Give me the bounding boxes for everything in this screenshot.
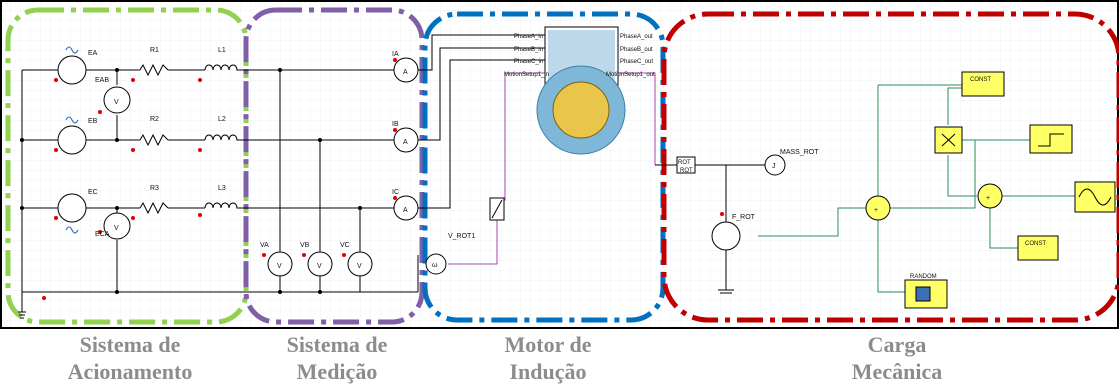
voltmeter-eca-label: ECA <box>95 231 110 238</box>
port-phasec-out: PhaseC_out <box>620 59 653 65</box>
rot-converter-top-label: ROT <box>678 160 691 166</box>
sum-block-right: + <box>977 183 1003 209</box>
multiply-block <box>934 126 963 154</box>
voltmeter-eca-symbol: V <box>114 225 119 232</box>
converter-block <box>489 197 505 221</box>
voltmeter-eab: V EAB <box>95 77 131 114</box>
ammeter-ic-symbol: A <box>403 207 408 214</box>
port-phaseb-out: PhaseB_out <box>620 47 653 53</box>
caption-carga-line1: Carga <box>867 332 927 357</box>
port-phaseb-in: PhaseB_in <box>514 47 543 53</box>
caption-motor-line1: Motor de <box>504 332 592 357</box>
voltmeter-va: V VA <box>260 242 293 277</box>
voltmeter-vc-symbol: V <box>357 263 362 270</box>
voltmeter-eca: V ECA <box>95 212 131 240</box>
sine-block <box>1074 181 1116 213</box>
const-block-bottom: CONST <box>1017 235 1059 261</box>
caption-medicao-line1: Sistema de <box>286 332 388 357</box>
rot-converter-bottom-label: ROT <box>680 168 693 174</box>
speed-sensor: ω V_ROT1 <box>425 233 475 275</box>
resistor-r1-label: R1 <box>150 47 159 54</box>
source-eb: EB <box>57 116 98 155</box>
section-border-acionamento <box>5 7 249 325</box>
caption-carga-line2: Mecânica <box>851 359 943 384</box>
const-block-bottom-label: CONST <box>1025 241 1046 247</box>
speed-sensor-label: V_ROT1 <box>448 233 475 240</box>
svg-text:ω: ω <box>432 262 438 269</box>
source-eb-label: EB <box>88 118 98 125</box>
ammeter-ib-label: IB <box>392 121 399 128</box>
caption-medicao-line2: Medição <box>296 359 378 384</box>
source-ea-label: EA <box>88 50 98 57</box>
voltmeter-vc-label: VC <box>340 242 350 249</box>
induction-motor-block <box>536 26 626 155</box>
step-block <box>1029 124 1073 154</box>
random-block: RANDOM <box>904 274 948 309</box>
random-block-label: RANDOM <box>910 274 937 280</box>
drive-wiring <box>18 34 505 319</box>
resistors <box>139 63 169 215</box>
inductor-l1-label: L1 <box>218 47 226 54</box>
mass-rot: J MASS_ROT <box>764 149 819 176</box>
caption-acionamento-line2: Acionamento <box>67 359 193 384</box>
inductor-l2-label: L2 <box>218 116 226 123</box>
resistor-r2-label: R2 <box>150 116 159 123</box>
port-motion-in: MotionSetup1_in <box>504 72 549 78</box>
voltmeter-vb: V VB <box>300 242 333 277</box>
voltmeter-vc: V VC <box>340 242 373 277</box>
circuit-diagram: EA EB EC V EAB V ECA R1 R2 R3 L1 L2 L3 <box>0 0 1119 329</box>
force-label: F_ROT <box>732 214 756 221</box>
port-phasec-in: PhaseC_in <box>514 59 543 65</box>
ammeter-ib: A IB <box>392 121 419 153</box>
caption-motor: Motor de Indução <box>458 331 638 385</box>
source-ea: EA <box>57 46 98 85</box>
mechanical-signal-wiring <box>758 84 1075 293</box>
svg-text:J: J <box>772 163 776 170</box>
polarity-dots <box>42 58 397 300</box>
voltmeter-va-label: VA <box>260 242 269 249</box>
rot-converter: ROT ROT <box>676 156 696 174</box>
inductor-l3-label: L3 <box>218 185 226 192</box>
voltmeter-eab-label: EAB <box>95 77 109 84</box>
svg-text:+: + <box>874 207 878 214</box>
const-block-top: CONST <box>961 71 1005 97</box>
caption-carga: Carga Mecânica <box>807 331 987 385</box>
port-phasea-in: PhaseA_in <box>514 34 543 40</box>
voltmeter-vb-symbol: V <box>317 263 322 270</box>
const-block-top-label: CONST <box>970 77 991 83</box>
ammeter-ia-symbol: A <box>403 69 408 76</box>
force-source: F_ROT <box>711 212 756 251</box>
ammeter-ia: A IA <box>392 51 419 83</box>
section-border-motor <box>422 11 666 323</box>
port-phasea-out: PhaseA_out <box>620 34 653 40</box>
svg-text:+: + <box>986 195 990 202</box>
voltmeter-eab-symbol: V <box>114 99 119 106</box>
section-border-carga <box>661 11 1119 323</box>
caption-acionamento: Sistema de Acionamento <box>40 331 220 385</box>
sum-block-left: + <box>865 195 891 221</box>
ammeter-ia-label: IA <box>392 51 399 58</box>
voltmeter-va-symbol: V <box>277 263 282 270</box>
port-motion-out: MotionSetup1_out <box>606 72 655 78</box>
ammeter-ib-symbol: A <box>403 139 408 146</box>
ammeter-ic: A IC <box>392 189 419 221</box>
source-ec: EC <box>57 189 98 234</box>
junction-dots <box>20 68 362 294</box>
inductors <box>204 64 240 209</box>
ammeter-ic-label: IC <box>392 189 399 196</box>
resistor-r3-label: R3 <box>150 185 159 192</box>
source-ec-label: EC <box>88 189 98 196</box>
caption-motor-line2: Indução <box>509 359 587 384</box>
section-border-medicao <box>243 7 425 325</box>
voltmeter-vb-label: VB <box>300 242 310 249</box>
caption-acionamento-line1: Sistema de <box>79 332 181 357</box>
mass-rot-label: MASS_ROT <box>780 149 819 156</box>
caption-medicao: Sistema de Medição <box>247 331 427 385</box>
